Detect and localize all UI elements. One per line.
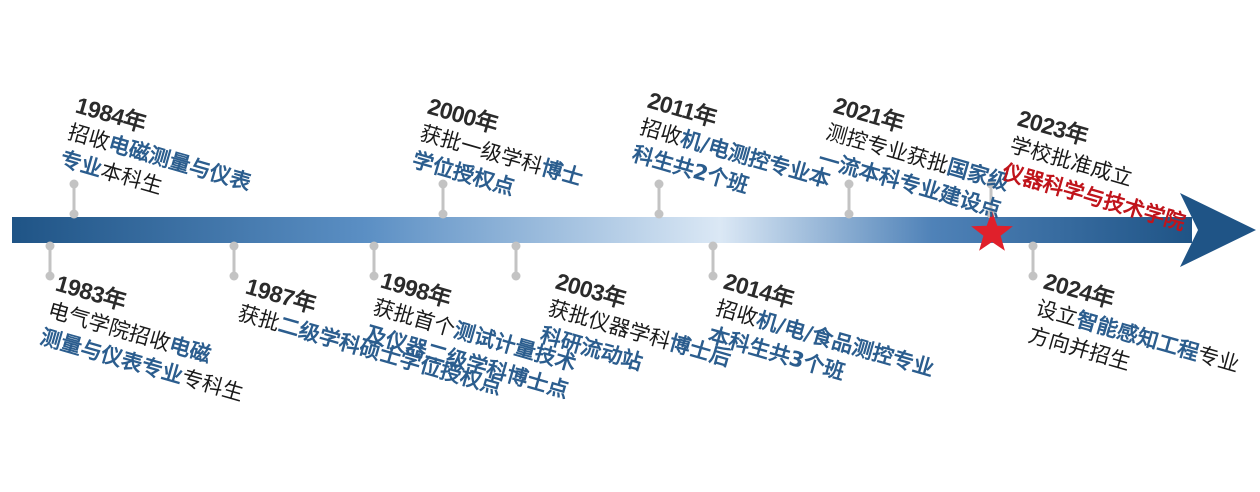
connector-dot [1028,271,1038,281]
connector-dot [511,241,521,251]
connector-dot [69,179,79,189]
connector-0 [69,179,79,219]
connector-9 [708,241,718,281]
connector-dot [708,271,718,281]
connector-dot [438,209,448,219]
connector-group [45,179,1038,281]
connector-dot [986,179,996,189]
connector-3 [844,179,854,219]
connector-dot [1028,241,1038,251]
connector-dot [654,209,664,219]
connector-5 [45,241,55,281]
connector-dot [69,209,79,219]
connector-dot [438,179,448,189]
connector-7 [369,241,379,281]
connector-8 [511,241,521,281]
connector-dot [511,271,521,281]
connector-10 [1028,241,1038,281]
star-icon [971,211,1013,251]
timeline-arrow-head [1180,193,1256,267]
connector-dot [844,209,854,219]
connector-1 [438,179,448,219]
connector-dot [45,271,55,281]
connector-dot [229,241,239,251]
connector-dot [45,241,55,251]
connector-dot [708,241,718,251]
connector-2 [654,179,664,219]
connector-dot [844,179,854,189]
connector-dot [369,271,379,281]
connector-dot [229,271,239,281]
timeline-arrow-shaft [12,217,1192,243]
connector-6 [229,241,239,281]
connector-dot [654,179,664,189]
connector-dot [369,241,379,251]
